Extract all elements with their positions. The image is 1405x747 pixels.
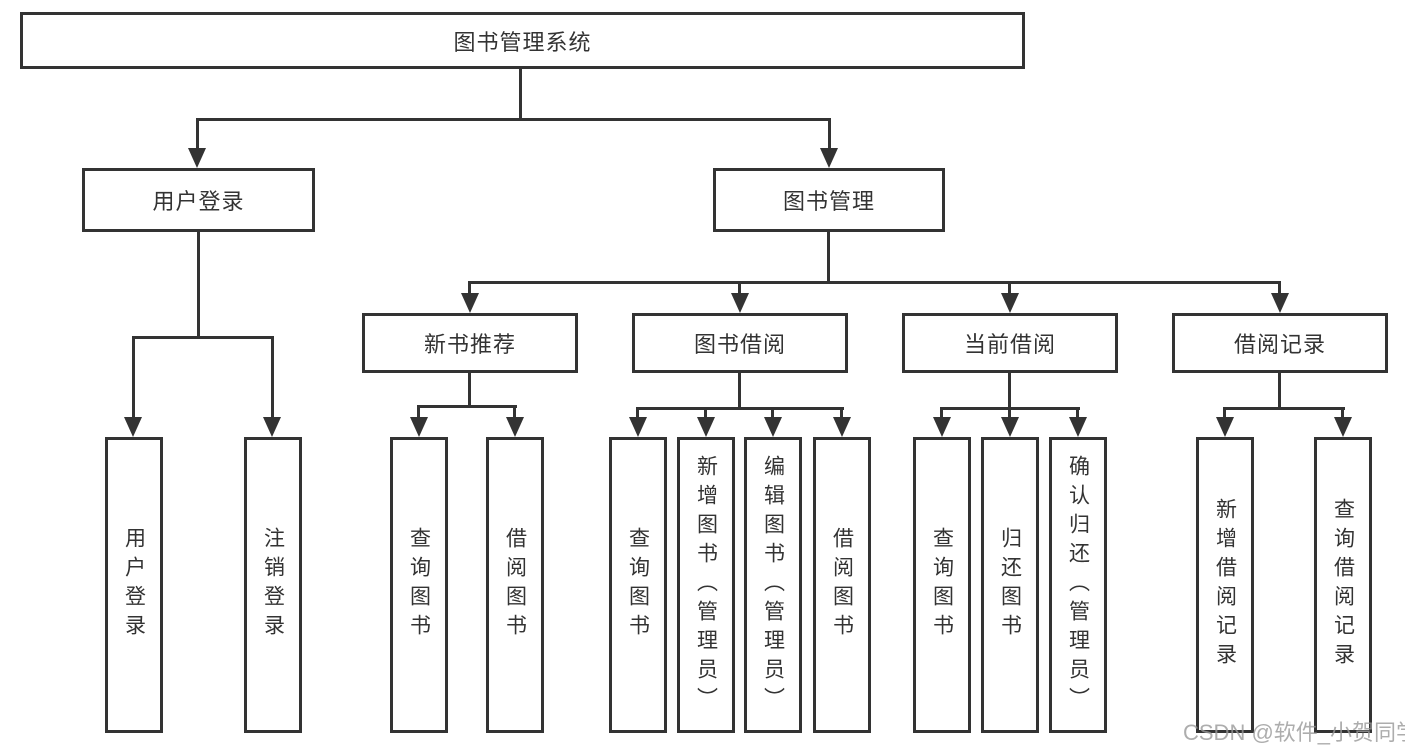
arrowhead-down: [833, 417, 851, 437]
node-book-management: 图书管理: [713, 168, 945, 232]
connector-drop: [271, 336, 274, 417]
node-label: 图书管理: [782, 189, 875, 214]
connector-drop: [1008, 281, 1011, 295]
arrowhead-down: [506, 417, 524, 437]
connector-drop: [1076, 407, 1079, 417]
node-label: 借阅图书: [830, 527, 854, 643]
leaf-query-books-borrowing: 查询图书: [609, 437, 667, 733]
node-label: 新书推荐: [423, 332, 516, 357]
arrowhead-down: [124, 417, 142, 437]
node-book-borrowing: 图书借阅: [632, 313, 848, 373]
leaf-query-books-recommendation: 查询图书: [390, 437, 448, 733]
connector-drop: [1223, 407, 1226, 417]
connector-stem: [827, 232, 830, 281]
connector-drop: [196, 118, 199, 149]
arrowhead-down: [188, 148, 206, 168]
node-label: 当前借阅: [963, 332, 1056, 357]
leaf-borrow-books-borrowing: 借阅图书: [813, 437, 871, 733]
connector-rail: [417, 405, 517, 408]
leaf-confirm-return-admin: 确认归还（管理员）: [1049, 437, 1107, 733]
arrowhead-down: [629, 417, 647, 437]
connector-drop: [1341, 407, 1344, 417]
leaf-user-login: 用户登录: [105, 437, 163, 733]
node-label: 用户登录: [152, 189, 245, 214]
connector-drop: [940, 407, 943, 417]
arrowhead-down: [263, 417, 281, 437]
arrowhead-down: [1001, 417, 1019, 437]
arrowhead-down: [933, 417, 951, 437]
watermark: CSDN @软件_小贺同学: [1183, 720, 1405, 745]
node-label: 查询图书: [626, 527, 650, 643]
node-library-management-system: 图书管理系统: [20, 12, 1025, 69]
node-user-login: 用户登录: [82, 168, 315, 232]
connector-stem: [197, 232, 200, 336]
node-label: 注销登录: [261, 527, 285, 643]
connector-drop: [132, 336, 135, 417]
node-label: 查询借阅记录: [1331, 498, 1355, 672]
connector-stem: [1278, 373, 1281, 407]
arrowhead-down: [731, 293, 749, 313]
connector-drop: [513, 405, 516, 417]
arrowhead-down: [1069, 417, 1087, 437]
arrowhead-down: [697, 417, 715, 437]
node-label: 新增图书（管理员）: [694, 454, 718, 716]
node-label: 新增借阅记录: [1213, 498, 1237, 672]
arrowhead-down: [1271, 293, 1289, 313]
connector-stem: [1008, 373, 1011, 407]
connector-drop: [840, 407, 843, 417]
arrowhead-down: [1001, 293, 1019, 313]
connector-drop: [738, 281, 741, 295]
node-borrowing-records: 借阅记录: [1172, 313, 1388, 373]
connector-drop: [704, 407, 707, 417]
connector-drop: [468, 281, 471, 295]
leaf-query-books-current: 查询图书: [913, 437, 971, 733]
connector-root-stem: [519, 69, 522, 118]
connector-drop: [828, 118, 831, 149]
connector-rail: [636, 407, 844, 410]
leaf-logout: 注销登录: [244, 437, 302, 733]
connector-root-rail: [196, 118, 831, 121]
connector-stem: [468, 373, 471, 405]
node-label: 图书管理系统: [453, 29, 592, 55]
node-label: 确认归还（管理员）: [1066, 454, 1090, 716]
connector-drop: [1008, 407, 1011, 417]
leaf-add-borrow-record: 新增借阅记录: [1196, 437, 1254, 733]
arrowhead-down: [820, 148, 838, 168]
connector-drop: [636, 407, 639, 417]
arrowhead-down: [764, 417, 782, 437]
leaf-edit-books-admin: 编辑图书（管理员）: [744, 437, 802, 733]
leaf-query-borrow-record: 查询借阅记录: [1314, 437, 1372, 733]
connector-drop: [771, 407, 774, 417]
arrowhead-down: [461, 293, 479, 313]
connector-rail: [468, 281, 1281, 284]
node-label: 图书借阅: [693, 332, 786, 357]
node-label: 编辑图书（管理员）: [761, 454, 785, 716]
connector-stem: [738, 373, 741, 407]
node-new-book-recommendation: 新书推荐: [362, 313, 578, 373]
node-label: 归还图书: [998, 527, 1022, 643]
arrowhead-down: [1216, 417, 1234, 437]
node-label: 用户登录: [122, 527, 146, 643]
arrowhead-down: [1334, 417, 1352, 437]
arrowhead-down: [410, 417, 428, 437]
connector-drop: [1278, 281, 1281, 295]
node-label: 查询图书: [407, 527, 431, 643]
connector-drop: [417, 405, 420, 417]
node-label: 借阅图书: [503, 527, 527, 643]
leaf-add-books-admin: 新增图书（管理员）: [677, 437, 735, 733]
leaf-borrow-books-recommendation: 借阅图书: [486, 437, 544, 733]
leaf-return-books: 归还图书: [981, 437, 1039, 733]
node-label: 查询图书: [930, 527, 954, 643]
connector-rail: [1223, 407, 1345, 410]
connector-rail: [132, 336, 274, 339]
node-label: 借阅记录: [1233, 332, 1326, 357]
node-current-borrowing: 当前借阅: [902, 313, 1118, 373]
